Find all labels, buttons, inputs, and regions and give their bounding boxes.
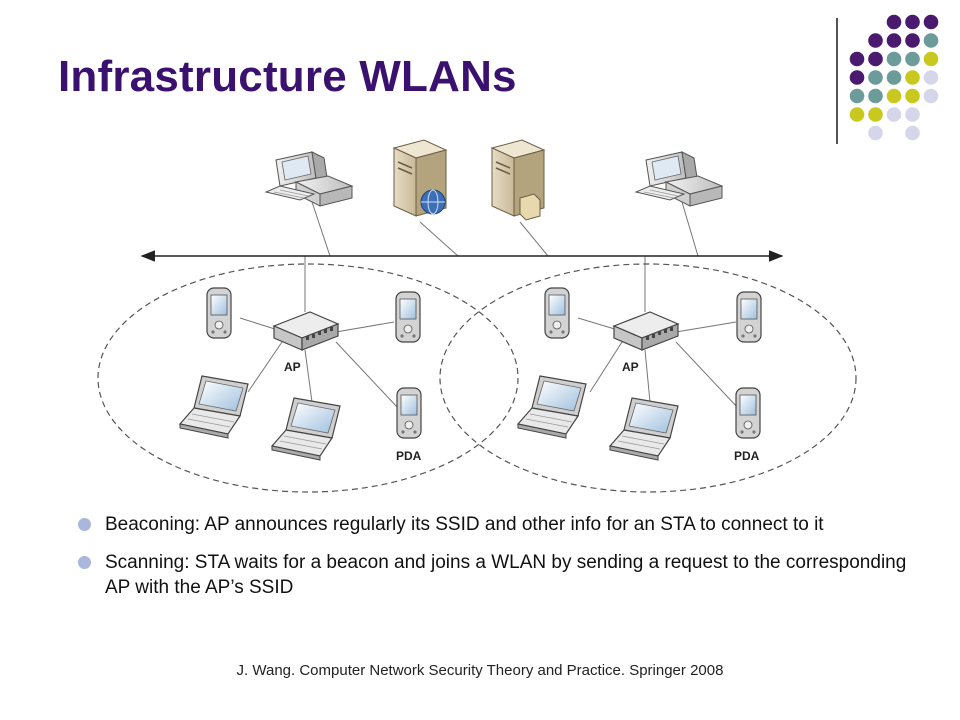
citation: J. Wang. Computer Network Security Theor… — [236, 662, 724, 679]
decorative-dot — [923, 70, 939, 85]
decorative-dot — [905, 33, 920, 48]
decorative-dot — [923, 14, 939, 30]
file-server-icon — [491, 139, 545, 221]
decorative-dot — [886, 88, 902, 104]
decorative-dot — [849, 88, 865, 104]
decorative-dot — [868, 88, 883, 104]
decorative-dot — [923, 51, 939, 67]
pda-right-label: PDA — [734, 449, 760, 463]
decorative-dot — [905, 125, 920, 141]
pda-right-top-icon — [736, 291, 762, 343]
pda-bottom-icon — [396, 387, 422, 439]
web-server-icon — [393, 139, 447, 217]
decorative-dot — [905, 51, 920, 67]
ap-left-label: AP — [284, 360, 301, 374]
decorative-dot — [868, 125, 883, 141]
decorative-dot — [849, 70, 865, 85]
bullet-item: Beaconing: AP announces regularly its SS… — [78, 512, 928, 537]
pda-right-top-icon — [395, 291, 421, 343]
decorative-dot — [923, 33, 939, 48]
decorative-dot — [868, 33, 883, 48]
bullet-list: Beaconing: AP announces regularly its SS… — [78, 512, 928, 613]
decorative-dot — [905, 88, 920, 104]
laptop-left-icon — [517, 375, 587, 439]
laptop-center-icon — [609, 397, 679, 461]
access-point-left-icon — [273, 311, 339, 351]
wired-connections — [304, 201, 699, 312]
decorative-dot — [905, 107, 920, 122]
bullet-text: Beaconing: AP announces regularly its SS… — [105, 514, 824, 535]
pda-left-top-icon — [206, 287, 232, 339]
decorative-dot — [886, 14, 902, 30]
pda-left-label: PDA — [396, 449, 422, 463]
laptop-center-icon — [271, 397, 341, 461]
pda-left-top-icon — [544, 287, 570, 339]
coverage-area-left — [97, 263, 519, 493]
bullet-dot-icon — [78, 556, 91, 569]
decorative-dot — [849, 51, 865, 67]
decorative-dot — [868, 70, 883, 85]
access-point-right-icon — [613, 311, 679, 351]
decorative-dot — [868, 51, 883, 67]
workstation-right-icon — [635, 151, 723, 207]
decorative-dot — [905, 70, 920, 85]
decorative-dot — [905, 14, 920, 30]
slide-title: Infrastructure WLANs — [58, 52, 517, 101]
decorative-dot — [886, 107, 902, 122]
decorative-dot — [923, 88, 939, 104]
pda-bottom-icon — [735, 387, 761, 439]
title-divider-line — [836, 18, 838, 144]
bullet-dot-icon — [78, 518, 91, 531]
decorative-dot — [886, 51, 902, 67]
bullet-text: Scanning: STA waits for a beacon and joi… — [105, 552, 907, 598]
coverage-area-right — [439, 263, 857, 493]
wireless-links — [239, 317, 739, 409]
decorative-dot — [886, 70, 902, 85]
laptop-left-icon — [179, 375, 249, 439]
decorative-dot — [886, 33, 902, 48]
decorative-dot-grid — [849, 14, 939, 141]
network-diagram: AP PDA AP PDA — [97, 139, 857, 493]
decorative-dot — [868, 107, 883, 122]
workstation-left-icon — [265, 151, 353, 207]
ap-right-label: AP — [622, 360, 639, 374]
decorative-dot — [849, 107, 865, 122]
bullet-item: Scanning: STA waits for a beacon and joi… — [78, 550, 928, 600]
